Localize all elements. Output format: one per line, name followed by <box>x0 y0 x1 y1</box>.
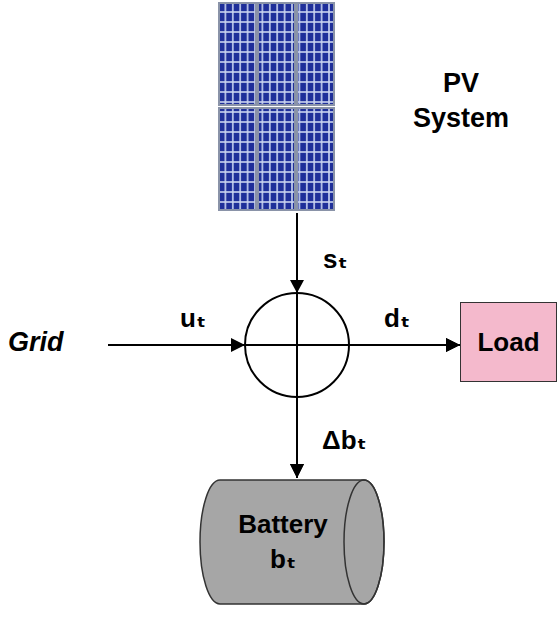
pv-label: PV System <box>396 66 526 136</box>
signal-name: dₜ <box>384 303 410 334</box>
grid-source: Grid <box>8 326 88 364</box>
power-flow <box>297 213 460 345</box>
power-flow <box>108 345 297 478</box>
signal-name: uₜ <box>180 303 206 334</box>
battery-cylinder: Batterybₜ <box>198 478 388 606</box>
cylinder-outline <box>198 478 388 606</box>
battery-label: Battery <box>238 507 328 542</box>
load-box: Load <box>460 302 557 382</box>
signal-name: sₜ <box>323 244 348 275</box>
grid-label: Grid <box>8 326 88 360</box>
load-label: Load <box>477 326 539 359</box>
solar-panels <box>218 2 336 212</box>
signal-name: Δbₜ <box>322 425 367 456</box>
pv-panel: PV System <box>218 2 336 212</box>
battery-text: Batterybₜ <box>208 478 358 606</box>
battery-label: bₜ <box>270 542 296 577</box>
